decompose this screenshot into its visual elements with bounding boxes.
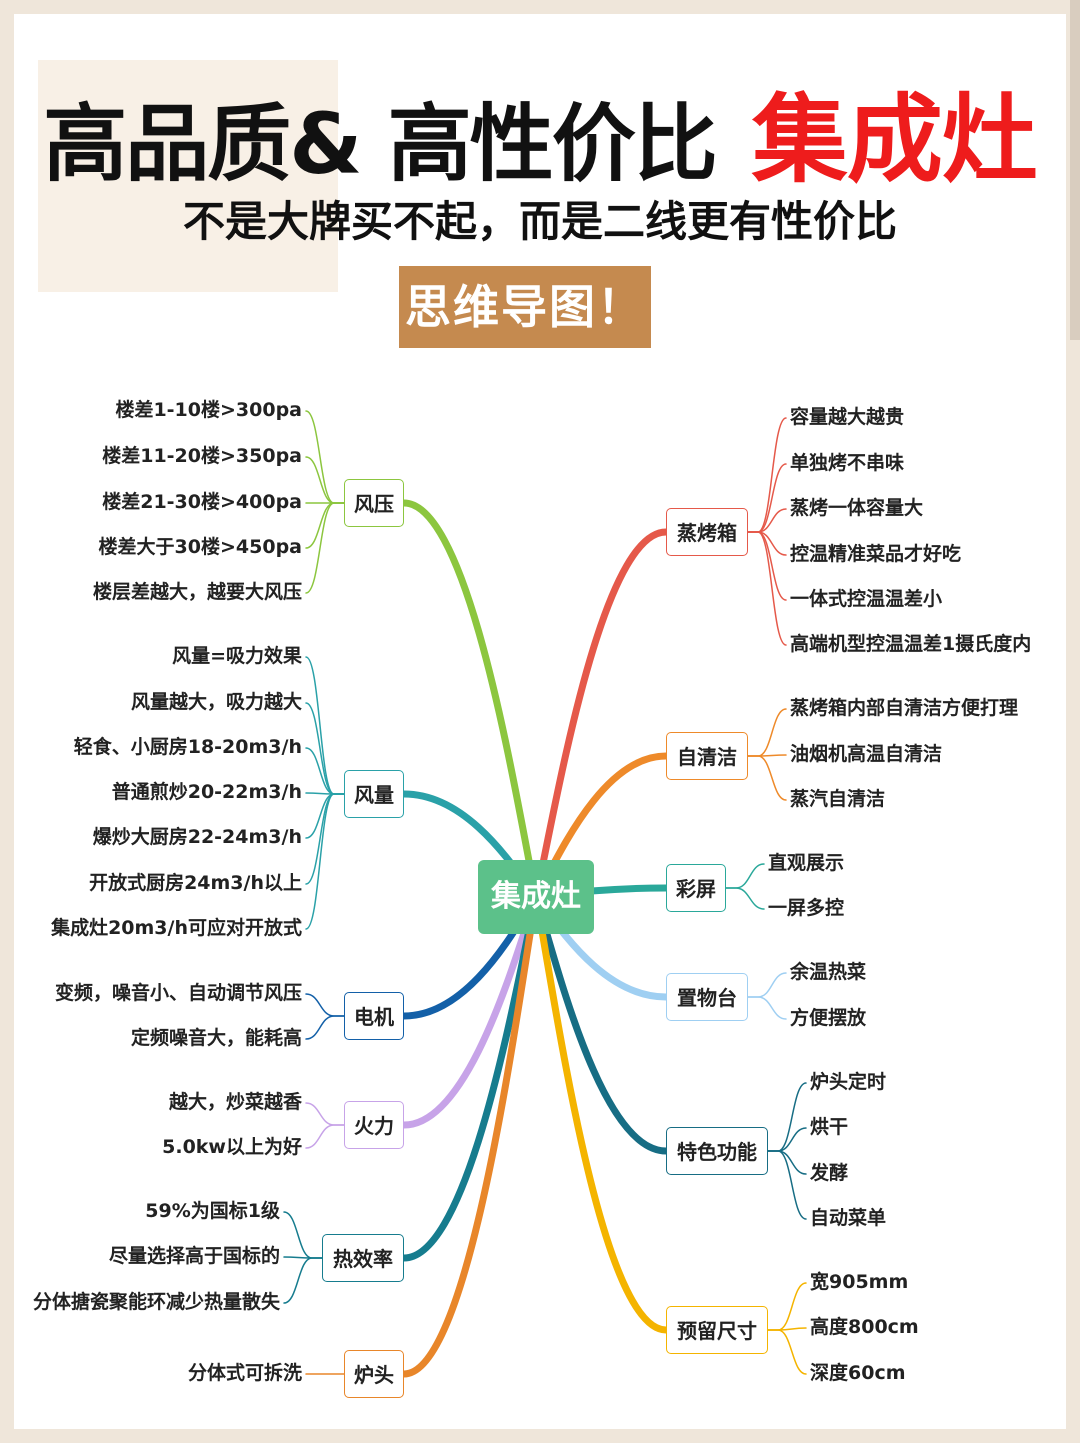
right-leaf-item: 高度800cm: [810, 1316, 919, 1338]
right-leaf-item: 蒸汽自清洁: [790, 788, 886, 810]
left-branch-node: 风压: [344, 479, 404, 527]
left-leaf-item: 开放式厨房24m3/h以上: [89, 872, 302, 894]
left-leaf-item: 5.0kw以上为好: [162, 1136, 302, 1158]
right-branch-node: 特色功能: [666, 1127, 768, 1175]
left-branch-node: 风量: [344, 770, 404, 818]
right-leaf-item: 烘干: [810, 1116, 849, 1138]
left-branch-node: 炉头: [344, 1350, 404, 1398]
left-leaf-item: 楼层差越大，越要大风压: [92, 581, 302, 603]
right-leaf-item: 直观展示: [768, 852, 845, 874]
right-branch-connector: [532, 528, 670, 901]
right-leaf-connector: [665, 1150, 807, 1220]
left-branch-node: 热效率: [322, 1234, 404, 1282]
right-leaf-item: 一屏多控: [768, 897, 845, 919]
scrollbar[interactable]: [1070, 0, 1080, 340]
left-leaf-item: 分体式可拆洗: [187, 1362, 302, 1384]
left-branch-connector: [400, 893, 540, 1378]
right-leaf-item: 一体式控温温差小: [790, 588, 943, 610]
right-leaf-item: 发酵: [810, 1162, 849, 1184]
left-leaf-item: 楼差1-10楼>300pa: [115, 399, 302, 421]
right-leaf-item: 深度60cm: [810, 1362, 906, 1384]
right-leaf-item: 炉头定时: [810, 1071, 887, 1093]
left-leaf-item: 59%为国标1级: [145, 1200, 280, 1222]
right-leaf-connector: [665, 531, 787, 646]
left-leaf-connector: [283, 1257, 405, 1304]
left-leaf-connector: [305, 1015, 405, 1040]
left-leaf-connector: [305, 502, 405, 594]
left-leaf-item: 分体搪瓷聚能环减少热量散失: [32, 1291, 280, 1313]
right-branch-node: 蒸烤箱: [666, 508, 748, 556]
left-leaf-item: 集成灶20m3/h可应对开放式: [51, 917, 302, 939]
right-leaf-item: 余温热菜: [790, 961, 867, 983]
right-branch-connector: [532, 893, 670, 1334]
right-leaf-connector: [665, 887, 765, 910]
center-node: 集成灶: [478, 860, 594, 934]
left-leaf-connector: [305, 793, 405, 930]
left-leaf-item: 变频，噪音小、自动调节风压: [54, 982, 302, 1004]
right-leaf-item: 容量越大越贵: [790, 406, 905, 428]
left-leaf-item: 风量越大，吸力越大: [130, 691, 302, 713]
right-leaf-item: 方便摆放: [790, 1007, 867, 1029]
right-branch-node: 自清洁: [666, 732, 748, 780]
left-leaf-item: 风量=吸力效果: [172, 645, 302, 667]
right-leaf-connector: [665, 996, 787, 1020]
right-leaf-item: 蒸烤一体容量大: [790, 497, 924, 519]
cream-backdrop: [38, 60, 338, 292]
right-branch-node: 彩屏: [666, 864, 726, 912]
right-leaf-item: 宽905mm: [810, 1271, 909, 1293]
left-branch-connector: [400, 499, 540, 901]
title-black-text: 高品质& 高性价比: [43, 95, 717, 193]
right-branch-node: 置物台: [666, 973, 748, 1021]
left-leaf-item: 定频噪音大，能耗高: [130, 1027, 302, 1049]
right-leaf-item: 单独烤不串味: [790, 452, 905, 474]
right-leaf-connector: [665, 755, 787, 801]
left-leaf-item: 楼差11-20楼>350pa: [102, 445, 302, 467]
left-leaf-item: 尽量选择高于国标的: [108, 1245, 280, 1267]
left-leaf-connector: [305, 1124, 405, 1149]
right-leaf-item: 高端机型控温温差1摄氏度内: [790, 633, 1032, 655]
left-leaf-item: 楼差21-30楼>400pa: [102, 491, 302, 513]
right-leaf-item: 蒸烤箱内部自清洁方便打理: [790, 697, 1019, 719]
mindmap-badge: 思维导图！: [399, 266, 651, 348]
right-leaf-item: 控温精准菜品才好吃: [790, 543, 962, 565]
left-leaf-item: 爆炒大厨房22-24m3/h: [92, 826, 302, 848]
left-branch-node: 火力: [344, 1101, 404, 1149]
right-leaf-item: 油烟机高温自清洁: [790, 743, 943, 765]
left-leaf-item: 越大，炒菜越香: [168, 1091, 302, 1113]
left-leaf-item: 轻食、小厨房18-20m3/h: [73, 736, 302, 758]
right-branch-node: 预留尺寸: [666, 1306, 768, 1354]
right-leaf-item: 自动菜单: [810, 1207, 887, 1229]
right-leaf-connector: [665, 1329, 807, 1375]
title-red-text: 集成灶: [751, 84, 1038, 196]
left-leaf-item: 普通煎炒20-22m3/h: [111, 781, 302, 803]
subtitle: 不是大牌买不起，而是二线更有性价比: [182, 197, 897, 246]
page-title: 高品质& 高性价比集成灶: [0, 62, 1080, 201]
left-leaf-item: 楼差大于30楼>450pa: [98, 536, 302, 558]
left-branch-node: 电机: [344, 992, 404, 1040]
